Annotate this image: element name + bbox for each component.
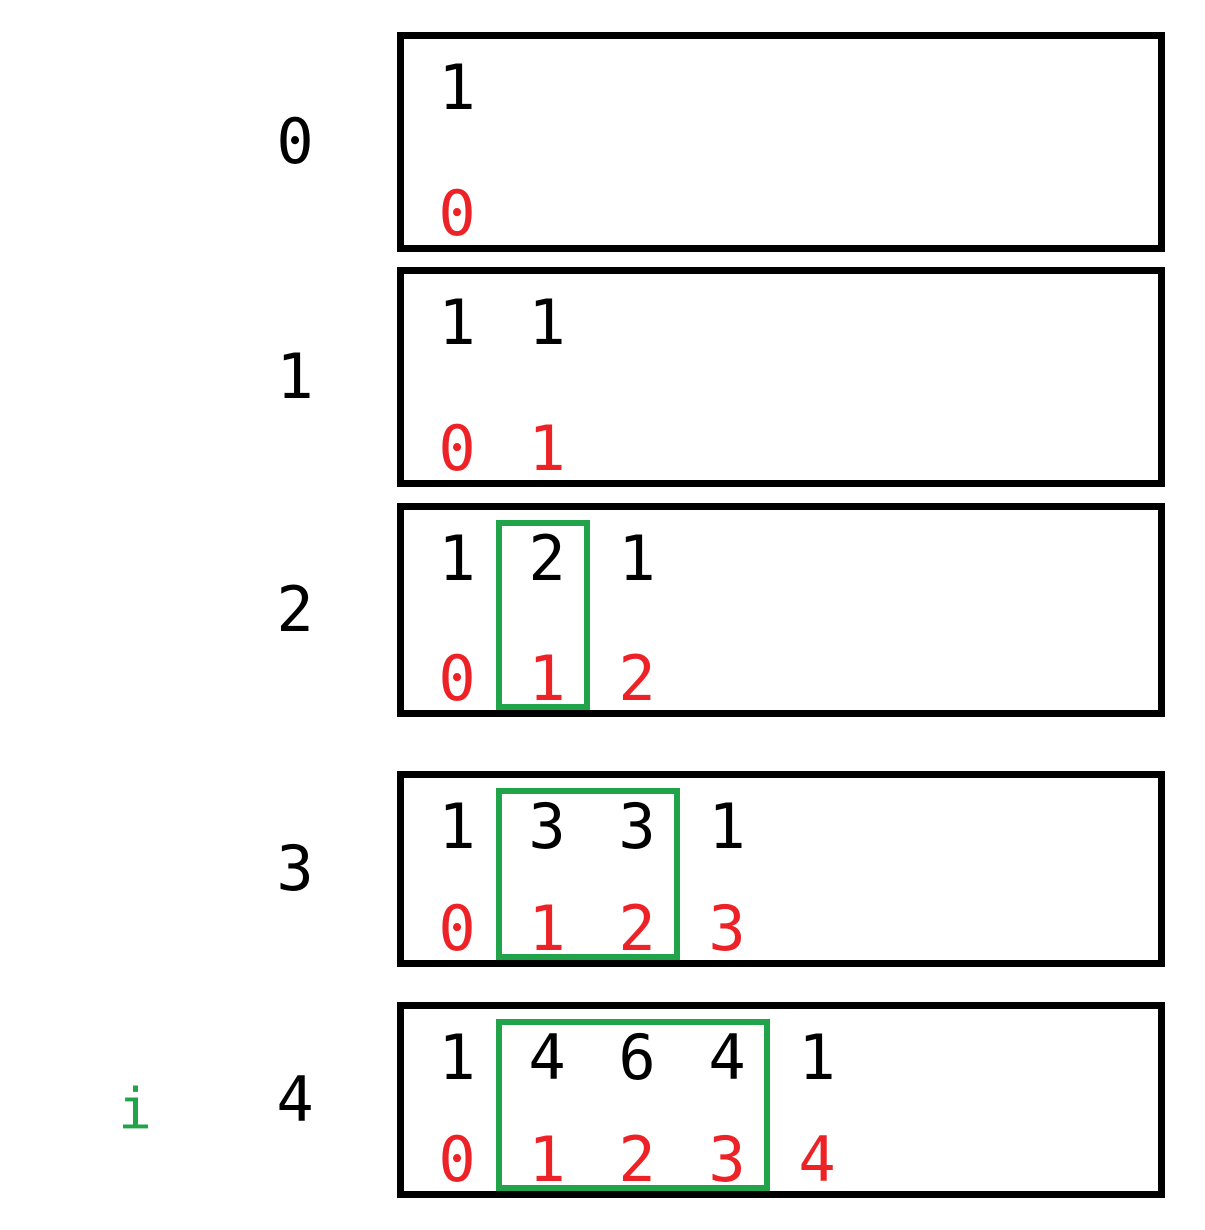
column-index-cell: 4	[798, 1123, 836, 1196]
binomial-value-cell: 2	[528, 522, 566, 595]
column-index-cell: 1	[528, 892, 566, 965]
binomial-value-cell: 4	[708, 1021, 746, 1094]
column-index-cell: 0	[438, 177, 476, 250]
axis-label-i: i	[118, 1077, 152, 1142]
column-index-cell: 1	[528, 412, 566, 485]
row-index-label: 4	[276, 1063, 314, 1136]
binomial-value-cell: 1	[438, 51, 476, 124]
binomial-value-cell: 1	[798, 1021, 836, 1094]
column-index-cell: 3	[708, 892, 746, 965]
binomial-value-cell: 1	[438, 286, 476, 359]
column-index-cell: 2	[618, 642, 656, 715]
binomial-value-cell: 3	[618, 790, 656, 863]
binomial-value-cell: 1	[438, 522, 476, 595]
column-index-cell: 0	[438, 642, 476, 715]
binomial-value-cell: 1	[438, 1021, 476, 1094]
binomial-value-cell: 3	[528, 790, 566, 863]
column-index-cell: 0	[438, 412, 476, 485]
column-index-cell: 0	[438, 1123, 476, 1196]
row-index-label: 3	[276, 832, 314, 905]
binomial-value-cell: 6	[618, 1021, 656, 1094]
binomial-value-cell: 1	[618, 522, 656, 595]
row-index-label: 0	[276, 105, 314, 178]
binomial-value-cell: 1	[528, 286, 566, 359]
column-index-cell: 0	[438, 892, 476, 965]
row-index-label: 2	[276, 573, 314, 646]
column-index-cell: 2	[618, 1123, 656, 1196]
column-index-cell: 2	[618, 892, 656, 965]
binomial-value-cell: 4	[528, 1021, 566, 1094]
row-index-label: 1	[276, 340, 314, 413]
binomial-value-cell: 1	[708, 790, 746, 863]
column-index-cell: 3	[708, 1123, 746, 1196]
column-index-cell: 1	[528, 642, 566, 715]
column-index-cell: 1	[528, 1123, 566, 1196]
binomial-value-cell: 1	[438, 790, 476, 863]
